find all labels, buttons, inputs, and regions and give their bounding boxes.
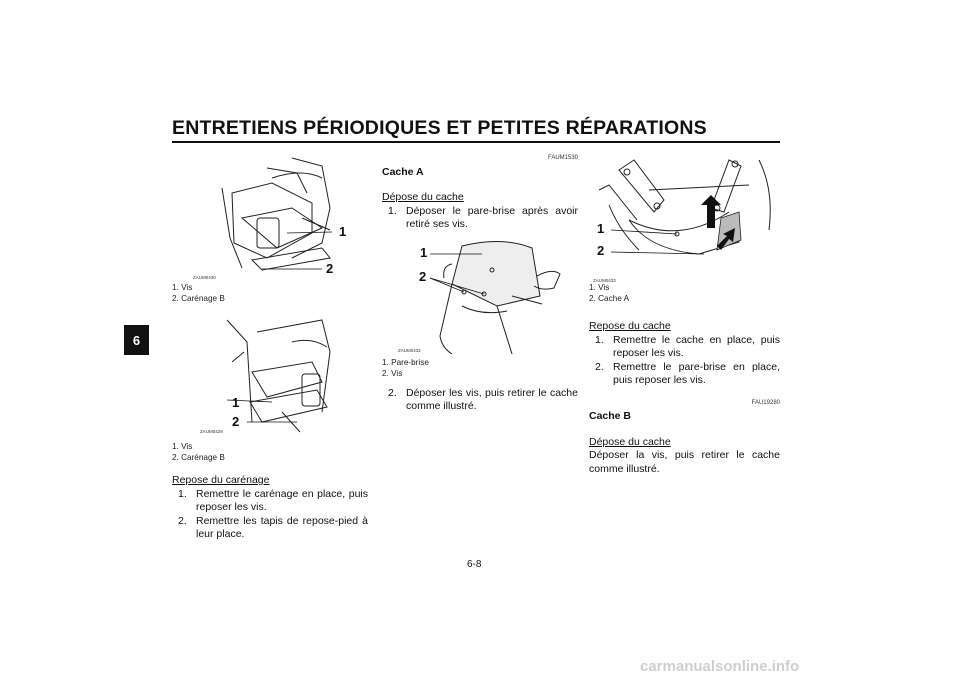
step-number: 2. <box>178 514 187 527</box>
section-subheading: Dépose du cache <box>589 435 671 448</box>
figure-label-1: 1 <box>597 221 605 236</box>
section-subheading: Repose du cache <box>589 320 671 332</box>
figure-label-2: 2 <box>419 268 427 284</box>
figure-label-1: 1 <box>232 395 240 410</box>
section-subheading: Repose du carénage <box>172 474 270 486</box>
caption-line: 2. Cache A <box>589 294 630 303</box>
watermark: carmanualsonline.info <box>640 658 800 675</box>
figure-caption: 1. Vis 2. Carénage B <box>172 441 368 463</box>
step-item: 2. Remettre le pare-brise en place, puis… <box>589 361 780 388</box>
figure-label-2: 2 <box>232 414 240 429</box>
figure-caption: 1. Vis 2. Cache A <box>589 282 780 304</box>
step-number: 2. <box>595 360 604 373</box>
figure-illustration <box>429 240 561 354</box>
figure-label-1: 1 <box>420 244 428 260</box>
figure-illustration <box>598 159 771 255</box>
caption-line: 1. Vis <box>172 442 193 451</box>
step-text: Remettre le cache en place, puis reposer… <box>613 333 780 360</box>
step-number: 1. <box>178 487 187 500</box>
reference-code: FAU19280 <box>751 399 780 406</box>
step-item: 1. Déposer le pare-brise après avoir ret… <box>382 205 578 232</box>
figure-cover-a: ZAUM0433 1 2 <box>589 150 780 283</box>
section-heading: Cache A <box>382 165 424 178</box>
page-number: 6-8 <box>467 559 482 570</box>
step-item: 1. Remettre le cache en place, puis repo… <box>589 334 780 361</box>
figure-caption: 1. Vis 2. Carénage B <box>172 282 368 304</box>
title-rule <box>172 141 780 143</box>
figure-code: ZAUM0432 <box>398 347 421 353</box>
caption-line: 1. Vis <box>172 283 193 292</box>
step-item: 2. Remettre les tapis de repose-pied à l… <box>172 515 368 542</box>
chapter-tab: 6 <box>124 325 149 355</box>
section-subheading: Dépose du cache <box>382 191 464 203</box>
figure-fairing-b-top: ZAUM0430 1 2 <box>172 148 368 280</box>
figure-code: ZAUM0430 <box>193 275 216 280</box>
step-number: 1. <box>595 333 604 346</box>
step-text: Déposer les vis, puis retirer le cache c… <box>406 386 578 413</box>
caption-line: 1. Pare-brise <box>382 357 429 367</box>
figure-illustration <box>226 319 331 433</box>
figure-fairing-b-side: ZAUM0429 1 2 <box>172 312 368 437</box>
reference-code: FAUM1530 <box>547 155 578 161</box>
figure-code: ZAUM0429 <box>200 429 223 434</box>
caption-line: 2. Carénage B <box>172 453 225 462</box>
figure-label-2: 2 <box>597 243 605 258</box>
figure-label-1: 1 <box>339 224 347 239</box>
caption-line: 2. Vis <box>382 368 403 378</box>
step-item: 1. Remettre le carénage en place, puis r… <box>172 488 368 515</box>
figure-illustration <box>221 157 333 271</box>
figure-code: ZAUM0433 <box>593 278 616 283</box>
step-text: Remettre les tapis de repose-pied à leur… <box>196 514 368 541</box>
step-text: Remettre le carénage en place, puis repo… <box>196 487 368 514</box>
page-title: ENTRETIENS PÉRIODIQUES ET PETITES RÉPARA… <box>172 117 707 139</box>
step-text: Remettre le pare-brise en place, puis re… <box>613 360 780 387</box>
figure-caption: 1. Pare-brise 2. Vis <box>382 357 578 379</box>
step-text: Déposer le pare-brise après avoir retiré… <box>406 204 578 231</box>
figure-label-2: 2 <box>326 261 334 276</box>
caption-line: 1. Vis <box>589 283 610 292</box>
caption-line: 2. Carénage B <box>172 294 225 303</box>
column-1: ZAUM0430 1 2 1. Vis 2. Carénage B ZAUM04… <box>172 148 368 542</box>
figure-windshield: ZAUM0432 1 2 <box>382 236 578 354</box>
step-item: 2. Déposer les vis, puis retirer le cach… <box>382 387 578 414</box>
section-heading: Cache B <box>589 410 632 422</box>
body-paragraph: Déposer la vis, puis retirer le cache co… <box>589 449 780 475</box>
step-number: 1. <box>388 204 397 217</box>
step-number: 2. <box>388 386 397 399</box>
column-2: FAUM1530 Cache A Dépose du cache 1. Dépo… <box>382 152 578 414</box>
column-3: ZAUM0433 1 2 1. Vis 2. Cache A Repose du… <box>589 150 780 476</box>
